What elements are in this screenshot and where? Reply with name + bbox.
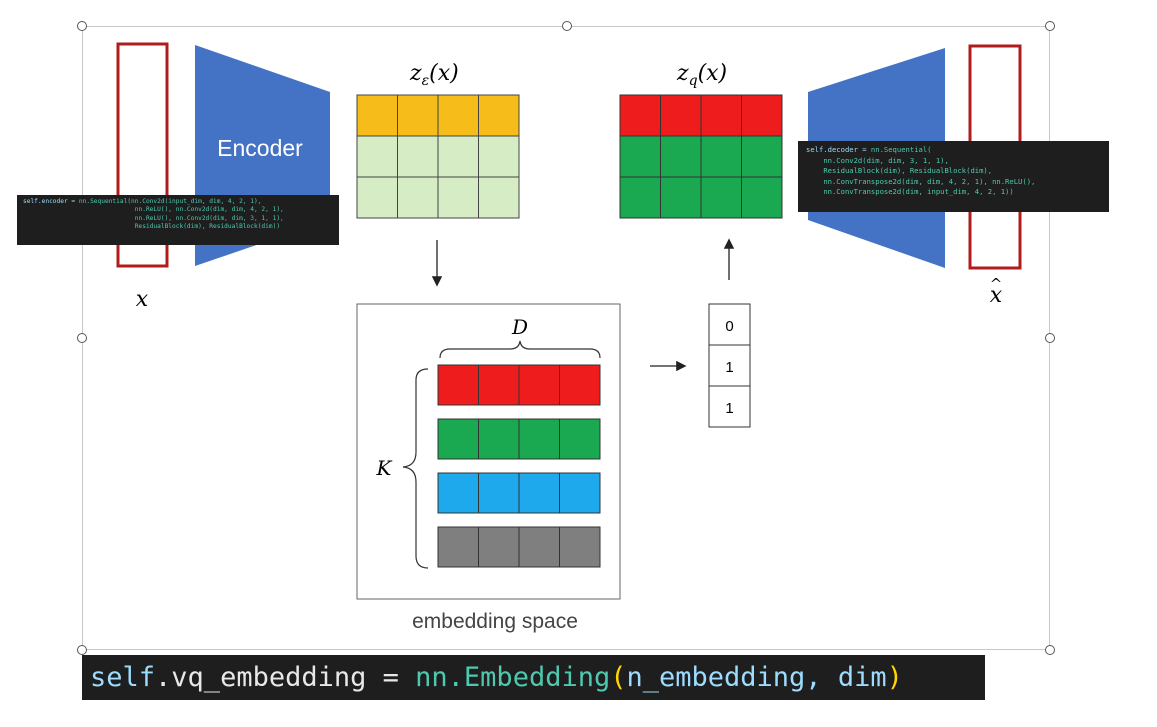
index-value: 0 <box>725 318 733 335</box>
embedding-rows <box>437 364 601 568</box>
x-input-label: x <box>136 287 149 312</box>
index-value: 1 <box>725 400 733 417</box>
code-token-args: n_embedding, dim <box>626 662 887 693</box>
code-token-self: self <box>90 662 156 693</box>
code-line: ResidualBlock(dim), ResidualBlock(dim), <box>806 166 1101 177</box>
code-line: self.decoder = nn.Sequential( <box>806 145 1101 156</box>
code-token: ResidualBlock(dim), ResidualBlock(dim), <box>823 166 993 176</box>
code-token: nn.ReLU(), nn.Conv2d(dim, dim, 4, 2, 1), <box>134 206 284 214</box>
code-token-open-paren: ( <box>610 662 627 693</box>
decoder-code-snippet: self.decoder = nn.Sequential( nn.Conv2d(… <box>798 141 1109 212</box>
code-token-close-paren: ) <box>886 662 903 693</box>
code-token <box>23 206 135 213</box>
vq-embedding-code: self.vq_embedding = nn.Embedding(n_embed… <box>82 655 985 700</box>
code-token: nn.ReLU(), nn.Conv2d(dim, dim, 3, 1, 1), <box>134 214 284 222</box>
code-token-eq: = <box>366 662 416 693</box>
x-hat-accent: ^ <box>990 275 1003 293</box>
resize-handle[interactable] <box>1045 21 1055 31</box>
code-token <box>806 156 823 165</box>
code-token: nn.Sequential(nn.Conv2d(input_dim, dim, … <box>78 198 262 205</box>
resize-handle[interactable] <box>562 21 572 31</box>
k-label: K <box>376 456 393 480</box>
index-vector: 0 1 1 <box>708 303 751 428</box>
z-e-label: zε(x) <box>409 61 459 89</box>
code-token: nn.ConvTranspose2d(dim, dim, 4, 2, 1), n… <box>823 176 1036 186</box>
index-value: 1 <box>725 359 733 376</box>
embedding-space-caption: embedding space <box>412 610 578 633</box>
code-line: nn.ReLU(), nn.Conv2d(dim, dim, 4, 2, 1), <box>23 206 333 214</box>
code-token: nn.Conv2d(dim, dim, 3, 1, 1), <box>823 155 949 165</box>
code-line: nn.ConvTranspose2d(dim, input_dim, 4, 2,… <box>806 187 1101 198</box>
code-token: ResidualBlock(dim), ResidualBlock(dim)) <box>134 223 281 231</box>
d-brace <box>439 340 601 359</box>
embedding-space-box <box>356 303 621 600</box>
resize-handle[interactable] <box>77 645 87 655</box>
code-token: self.encoder = <box>23 198 79 205</box>
code-token <box>23 223 135 230</box>
encoder-code-snippet: self.encoder = nn.Sequential(nn.Conv2d(i… <box>17 195 339 245</box>
z-e-grid <box>356 94 520 219</box>
code-line: self.encoder = nn.Sequential(nn.Conv2d(i… <box>23 198 333 206</box>
z-q-grid <box>619 94 783 219</box>
x-hat-label: x <box>990 283 1003 308</box>
code-token <box>806 177 823 186</box>
code-token-dot: . <box>155 662 172 693</box>
resize-handle[interactable] <box>77 21 87 31</box>
code-line: nn.Conv2d(dim, dim, 3, 1, 1), <box>806 156 1101 167</box>
resize-handle[interactable] <box>1045 645 1055 655</box>
input-x-box <box>116 42 169 268</box>
code-token-module: nn.Embedding <box>415 662 611 693</box>
k-brace <box>402 368 429 569</box>
code-line: ResidualBlock(dim), ResidualBlock(dim)) <box>23 223 333 231</box>
code-token <box>23 215 135 222</box>
code-token: nn.ConvTranspose2d(dim, input_dim, 4, 2,… <box>823 187 1014 197</box>
code-line: nn.ReLU(), nn.Conv2d(dim, dim, 3, 1, 1), <box>23 215 333 223</box>
code-token <box>806 166 823 175</box>
resize-handle[interactable] <box>1045 333 1055 343</box>
encoder-label: Encoder <box>217 135 303 161</box>
code-token: self.decoder = <box>806 145 871 154</box>
code-token: nn.Sequential( <box>870 145 932 154</box>
z-q-label: zq(x) <box>676 61 727 89</box>
code-token-attr: vq_embedding <box>171 662 367 693</box>
code-line: nn.ConvTranspose2d(dim, dim, 4, 2, 1), n… <box>806 177 1101 188</box>
resize-handle[interactable] <box>77 333 87 343</box>
code-token <box>806 187 823 196</box>
d-label: D <box>511 315 528 339</box>
